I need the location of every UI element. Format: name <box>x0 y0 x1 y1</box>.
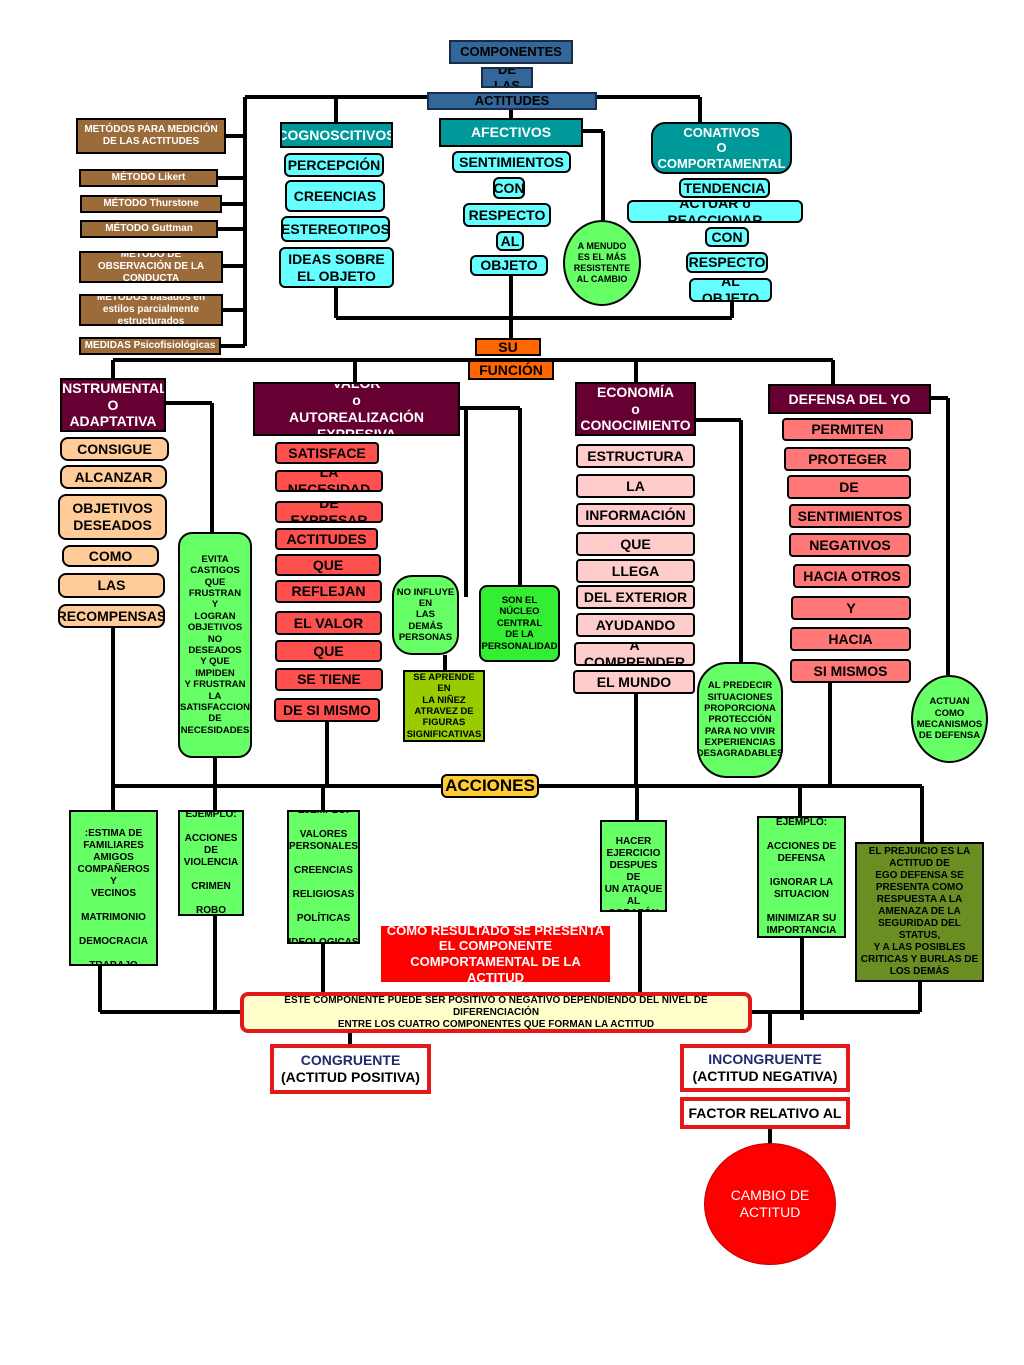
method-likert: MÉTODO Likert <box>79 169 218 187</box>
component-note: ESTE COMPONENTE PUEDE SER POSITIVO O NEG… <box>240 992 752 1033</box>
economy-item: QUE <box>576 532 695 556</box>
actions-label: ACCIONES <box>441 774 539 798</box>
affective-item: SENTIMIENTOS <box>452 151 571 173</box>
conative-item: TENDENCIA <box>679 178 770 198</box>
defense-item: HACIA OTROS <box>793 564 911 588</box>
result-box: COMO RESULTADO SE PRESENTA EL COMPONENTE… <box>381 926 610 982</box>
conative-item: RESPECTO <box>686 252 768 273</box>
example-defense: EJEMPLO: ACCIONES DE DEFENSA IGNORAR LA … <box>757 816 846 938</box>
incongruent-subtitle: (ACTITUD NEGATIVA) <box>692 1068 838 1084</box>
affective-header: AFECTIVOS <box>439 118 583 147</box>
defense-item: PERMITEN <box>782 418 913 441</box>
economy-item: LA <box>576 474 695 498</box>
defense-item: NEGATIVOS <box>789 533 911 557</box>
congruent-title: CONGRUENTE <box>300 1052 401 1069</box>
incongruent-box: INCONGRUENTE (ACTITUD NEGATIVA) <box>680 1044 850 1092</box>
value-note-influence: NO INFLUYE EN LAS DEMÁS PERSONAS <box>392 575 459 655</box>
title-de-las: DE LAS <box>481 67 533 88</box>
conative-item: AL OBJETO <box>689 278 772 302</box>
method-guttman: MÉTODO Guttman <box>80 220 218 238</box>
value-item: SATISFACE <box>275 442 379 464</box>
value-note-core: SON EL NÚCLEO CENTRAL DE LA PERSONALIDAD <box>479 585 560 662</box>
instrumental-item: RECOMPENSAS <box>58 604 165 628</box>
method-structured: MÉTODOS basados en estilos parcialmente … <box>79 294 223 326</box>
instrumental-item: LAS <box>58 573 165 598</box>
value-item: DE EXPRESAR <box>275 501 383 523</box>
cognitive-item: CREENCIAS <box>285 180 385 212</box>
method-thurstone: MÉTODO Thurstone <box>80 195 222 213</box>
defense-note: ACTUAN COMO MECANISMOS DE DEFENSA <box>911 675 988 763</box>
economy-item: LLEGA <box>576 559 695 583</box>
function-label: FUNCIÓN <box>468 360 554 380</box>
value-item: EL VALOR <box>275 611 382 635</box>
example-instrumental-avoid: EJEMPLO: ACCIONES DE VIOLENCIA CRIMEN RO… <box>178 810 244 916</box>
instrumental-header: INSTRUMENTAL O ADAPTATIVA <box>60 378 166 432</box>
value-header: VALOR o AUTOREALIZACIÓN EXPRESIVA <box>253 382 460 436</box>
economy-header: ECONOMÍA o CONOCIMIENTO <box>575 382 696 436</box>
change-circle: CAMBIO DE ACTITUD <box>704 1143 836 1265</box>
cognitive-item: IDEAS SOBRE EL OBJETO <box>279 247 394 288</box>
methods-header: METÓDOS PARA MEDICIÓN DE LAS ACTITUDES <box>76 118 226 154</box>
conative-header: CONATIVOS O COMPORTAMENTAL <box>651 122 792 174</box>
method-observation: MÉTODO DE OBSERVACIÓN DE LA CONDUCTA <box>79 251 223 283</box>
economy-item: EL MUNDO <box>573 670 695 694</box>
value-item: REFLEJAN <box>275 580 382 603</box>
instrumental-item: CONSIGUE <box>60 437 169 461</box>
affective-item: RESPECTO <box>463 203 551 227</box>
economy-item: AYUDANDO <box>576 613 695 637</box>
title-componentes: COMPONENTES <box>449 40 573 64</box>
cognitive-header: COGNOSCITIVOS <box>280 122 393 148</box>
value-item: DE SI MISMO <box>274 698 380 722</box>
example-instrumental: EJEMPLO :ESTIMA DE FAMILIARES AMIGOS COM… <box>69 810 158 966</box>
affective-item: OBJETO <box>470 255 548 276</box>
defense-item: SI MISMOS <box>790 659 911 683</box>
value-item: QUE <box>275 554 381 576</box>
cognitive-item: PERCEPCIÓN <box>284 153 384 177</box>
function-su: SU <box>475 338 541 356</box>
incongruent-title: INCONGRUENTE <box>708 1051 822 1068</box>
defense-item: PROTEGER <box>784 447 911 471</box>
affective-item: AL <box>496 231 524 251</box>
economy-item: INFORMACIÓN <box>576 503 695 527</box>
value-item: ACTITUDES <box>275 528 378 550</box>
defense-item: HACIA <box>790 627 911 651</box>
factor-box: FACTOR RELATIVO AL <box>680 1097 850 1129</box>
defense-item: Y <box>791 596 911 620</box>
defense-header: DEFENSA DEL YO <box>768 384 931 414</box>
instrumental-item: COMO <box>62 545 159 567</box>
value-item: LA NECESIDAD <box>275 470 383 492</box>
economy-item: ESTRUCTURA <box>576 444 695 468</box>
cognitive-item: ESTEREOTIPOS <box>281 216 390 242</box>
conative-item: CON <box>705 227 749 247</box>
title-actitudes: ACTITUDES <box>427 92 597 110</box>
affective-note: A MENUDO ES EL MÁS RESISTENTE AL CAMBIO <box>563 220 641 306</box>
value-item: SE TIENE <box>275 668 383 691</box>
defense-item: SENTIMIENTOS <box>789 504 911 528</box>
example-value: EJEMPLO: VALORES PERSONALES CREENCIAS RE… <box>287 810 360 944</box>
instrumental-note: EVITA CASTIGOS QUE FRUSTRAN Y LOGRAN OBJ… <box>178 532 252 758</box>
defense-item: DE <box>787 475 911 499</box>
congruent-subtitle: (ACTITUD POSITIVA) <box>281 1069 420 1085</box>
instrumental-item: OBJETIVOS DESEADOS <box>58 494 167 540</box>
value-note-learn: SE APRENDE EN LA NIÑEZ ATRAVEZ DE FIGURA… <box>403 670 485 742</box>
example-economy: EJEMPLO: HACER EJERCICIO DESPUES DE UN A… <box>600 820 667 912</box>
instrumental-item: ALCANZAR <box>60 465 167 489</box>
economy-item: DEL EXTERIOR <box>576 585 695 609</box>
example-prejudice: EL PREJUICIO ES LA ACTITUD DE EGO DEFENS… <box>855 842 984 982</box>
economy-item: A COMPRENDER <box>574 642 695 666</box>
congruent-box: CONGRUENTE (ACTITUD POSITIVA) <box>270 1044 431 1094</box>
conative-item: ACTUAR o REACCIONAR <box>627 200 803 223</box>
affective-item: CON <box>493 177 525 199</box>
method-psychophysiological: MEDIDAS Psicofisiológicas <box>79 337 221 355</box>
value-item: QUE <box>275 640 382 662</box>
economy-note: AL PREDECIR SITUACIONES PROPORCIONA PROT… <box>697 662 783 778</box>
